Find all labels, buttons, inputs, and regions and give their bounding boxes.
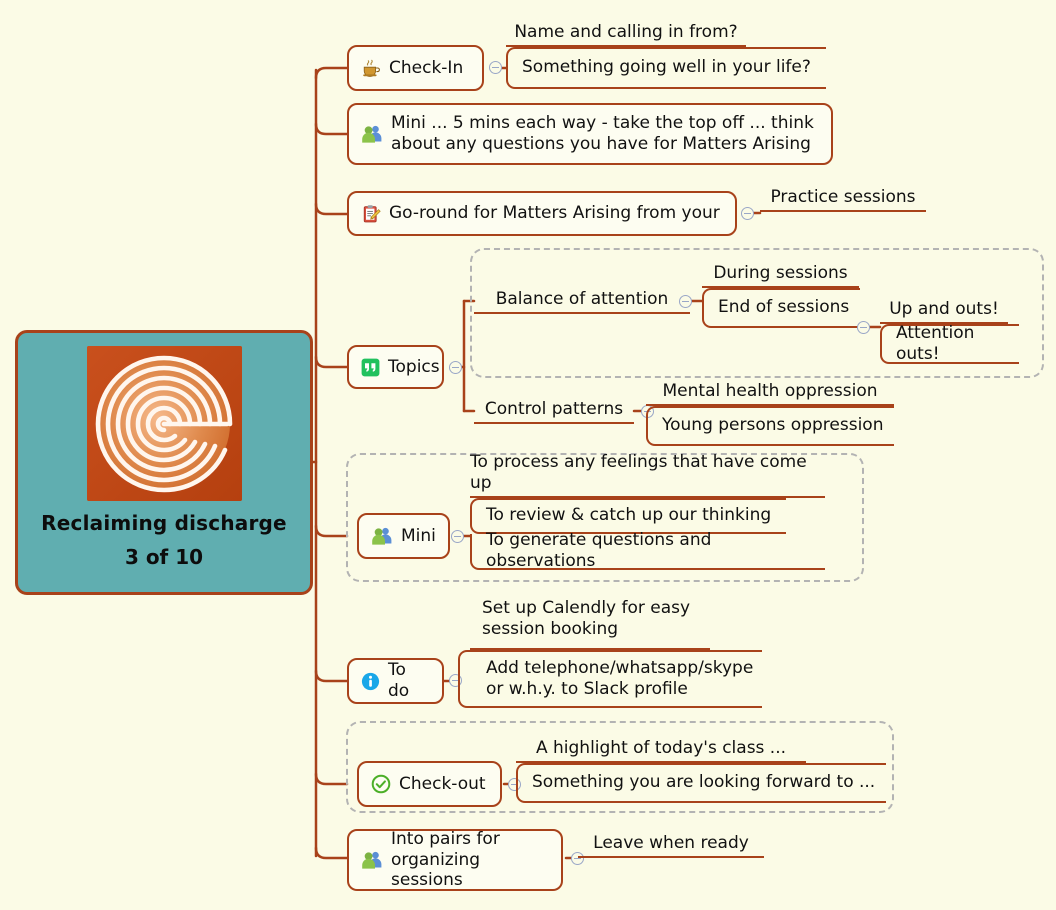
leaf-during-sessions-label: During sessions xyxy=(713,262,848,283)
leaf-up-and-outs-label: Up and outs! xyxy=(889,298,999,319)
leaf-add-telephone-label: Add telephone/whatsapp/skype or w.h.y. t… xyxy=(486,657,754,699)
central-title: Reclaiming discharge xyxy=(41,511,287,535)
leaf-mini-review-thinking-label: To review & catch up our thinking xyxy=(486,505,772,526)
info-icon xyxy=(361,672,380,691)
leaf-check-in-name-label: Name and calling in from? xyxy=(514,21,738,42)
leaf-attention-outs[interactable]: Attention outs! xyxy=(880,322,1019,364)
toggle-check-in[interactable] xyxy=(489,61,502,74)
leaf-balance-of-attention[interactable]: Balance of attention xyxy=(474,288,690,314)
node-mini[interactable]: Mini xyxy=(357,513,450,559)
toggle-into-pairs[interactable] xyxy=(571,852,584,865)
quote-icon xyxy=(361,358,380,377)
node-mini-label: Mini xyxy=(401,525,436,546)
node-into-pairs-label: Into pairs for organizing sessions xyxy=(391,828,500,891)
leaf-young-persons-oppression-label: Young persons oppression xyxy=(662,415,884,436)
leaf-looking-forward-to[interactable]: Something you are looking forward to ... xyxy=(516,763,886,803)
memo-pencil-icon xyxy=(361,204,381,224)
leaf-check-in-something-label: Something going well in your life? xyxy=(522,57,811,78)
leaf-young-persons-oppression[interactable]: Young persons oppression xyxy=(646,406,894,446)
node-mini-5-mins-label: Mini ... 5 mins each way - take the top … xyxy=(391,113,814,154)
node-go-round[interactable]: Go-round for Matters Arising from your xyxy=(347,191,737,236)
leaf-mini-review-thinking[interactable]: To review & catch up our thinking xyxy=(470,498,786,534)
node-to-do[interactable]: To do xyxy=(347,658,444,704)
node-check-out-label: Check-out xyxy=(399,773,486,794)
node-mini-5-mins[interactable]: Mini ... 5 mins each way - take the top … xyxy=(347,103,833,165)
node-check-out[interactable]: Check-out xyxy=(357,761,502,807)
node-topics-label: Topics xyxy=(388,356,440,377)
leaf-practice-sessions-label: Practice sessions xyxy=(770,186,916,207)
toggle-topics[interactable] xyxy=(449,361,462,374)
leaf-end-of-sessions[interactable]: End of sessions xyxy=(702,288,860,328)
leaf-highlight-of-class[interactable]: A highlight of today's class ... xyxy=(516,737,806,763)
leaf-mental-health-oppression-label: Mental health oppression xyxy=(662,380,878,401)
leaf-control-patterns-label: Control patterns xyxy=(484,398,624,419)
leaf-leave-when-ready[interactable]: Leave when ready xyxy=(578,832,764,858)
leaf-looking-forward-to-label: Something you are looking forward to ... xyxy=(532,772,876,793)
leaf-attention-outs-label: Attention outs! xyxy=(896,322,975,364)
people-icon xyxy=(361,850,383,870)
leaf-control-patterns[interactable]: Control patterns xyxy=(474,398,634,424)
coffee-cup-icon xyxy=(361,58,381,78)
leaf-check-in-name[interactable]: Name and calling in from? xyxy=(506,21,746,47)
node-check-in[interactable]: Check-In xyxy=(347,45,484,91)
leaf-up-and-outs[interactable]: Up and outs! xyxy=(880,298,1008,324)
leaf-practice-sessions[interactable]: Practice sessions xyxy=(760,186,926,212)
leaf-add-telephone[interactable]: Add telephone/whatsapp/skype or w.h.y. t… xyxy=(458,650,762,708)
toggle-go-round[interactable] xyxy=(741,207,754,220)
people-icon xyxy=(361,124,383,144)
leaf-mini-generate-questions-label: To generate questions and observations xyxy=(486,529,712,571)
leaf-balance-of-attention-label: Balance of attention xyxy=(495,288,669,309)
leaf-mini-generate-questions[interactable]: To generate questions and observations xyxy=(470,530,825,571)
toggle-mini[interactable] xyxy=(451,530,464,543)
node-into-pairs[interactable]: Into pairs for organizing sessions xyxy=(347,829,563,891)
toggle-end-of-sessions[interactable] xyxy=(857,321,870,334)
leaf-check-in-something[interactable]: Something going well in your life? xyxy=(506,47,826,89)
leaf-mental-health-oppression[interactable]: Mental health oppression xyxy=(646,380,894,406)
leaf-mini-process-feelings[interactable]: To process any feelings that have come u… xyxy=(470,452,825,498)
node-check-in-label: Check-In xyxy=(389,57,464,78)
people-icon xyxy=(371,526,393,546)
leaf-leave-when-ready-label: Leave when ready xyxy=(593,832,749,853)
leaf-end-of-sessions-label: End of sessions xyxy=(718,297,850,318)
labyrinth-image xyxy=(86,346,242,501)
central-subtitle: 3 of 10 xyxy=(124,545,204,569)
node-to-do-label: To do xyxy=(388,660,410,701)
toggle-balance-of-attention[interactable] xyxy=(679,295,692,308)
check-circle-icon xyxy=(371,774,391,794)
leaf-setup-calendly[interactable]: Set up Calendly for easy session booking xyxy=(470,598,710,650)
node-go-round-label: Go-round for Matters Arising from your xyxy=(389,203,720,224)
central-node[interactable]: Reclaiming discharge 3 of 10 xyxy=(15,330,313,595)
leaf-highlight-of-class-label: A highlight of today's class ... xyxy=(535,737,787,758)
leaf-setup-calendly-label: Set up Calendly for easy session booking xyxy=(482,598,691,640)
node-topics[interactable]: Topics xyxy=(347,345,444,389)
leaf-during-sessions[interactable]: During sessions xyxy=(702,262,859,288)
leaf-mini-process-feelings-label: To process any feelings that have come u… xyxy=(470,451,807,493)
